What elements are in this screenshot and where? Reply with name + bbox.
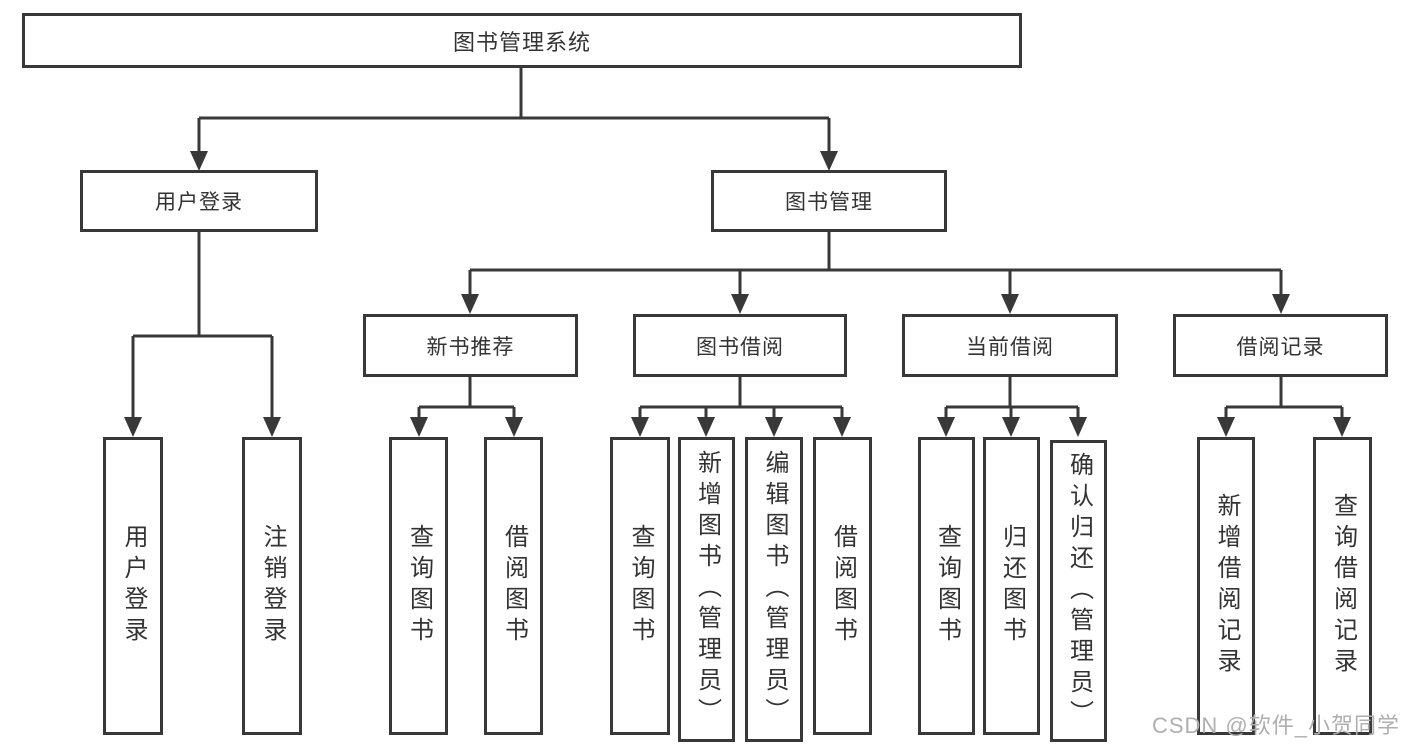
node-label: 查询借阅记录 xyxy=(1329,493,1357,679)
node-label: 图书借阅 xyxy=(696,335,784,359)
leaf-confirm-return-admin: 确认归还（管理员） xyxy=(1050,440,1107,742)
leaf-query-books-borrowing: 查询图书 xyxy=(610,437,670,735)
node-label: 归还图书 xyxy=(998,524,1026,648)
node-current-borrowing: 当前借阅 xyxy=(902,314,1118,377)
leaf-query-books-current: 查询图书 xyxy=(918,437,975,735)
node-label: 查询图书 xyxy=(405,524,433,648)
node-library-system: 图书管理系统 xyxy=(22,13,1022,68)
node-borrow-records: 借阅记录 xyxy=(1173,314,1388,377)
leaf-borrow-books-borrowing: 借阅图书 xyxy=(813,437,872,735)
node-label: 借阅图书 xyxy=(500,524,528,648)
node-label: 借阅记录 xyxy=(1236,335,1325,359)
node-label: 新增借阅记录 xyxy=(1213,493,1240,679)
leaf-edit-book-admin: 编辑图书（管理员） xyxy=(745,437,803,742)
node-label: 用户登录 xyxy=(120,524,147,648)
leaf-logout: 注销登录 xyxy=(242,437,302,735)
watermark: CSDN @软件_小贺同学 xyxy=(1151,713,1400,738)
node-label: 当前借阅 xyxy=(966,335,1054,359)
node-label: 注销登录 xyxy=(259,524,286,648)
node-new-book-recommend: 新书推荐 xyxy=(363,314,578,377)
node-label: 用户登录 xyxy=(155,191,243,214)
leaf-return-books: 归还图书 xyxy=(983,437,1040,735)
node-book-borrowing: 图书借阅 xyxy=(633,314,847,377)
leaf-user-login: 用户登录 xyxy=(103,437,163,735)
node-label: 查询图书 xyxy=(933,524,961,648)
leaf-query-borrow-record: 查询借阅记录 xyxy=(1313,437,1372,735)
leaf-borrow-books-recommend: 借阅图书 xyxy=(484,437,543,735)
node-label: 图书管理系统 xyxy=(452,29,591,55)
node-label: 查询图书 xyxy=(627,524,654,648)
arrowheads xyxy=(124,151,1351,437)
node-label: 新书推荐 xyxy=(426,335,515,359)
node-label: 新增图书（管理员） xyxy=(693,450,721,729)
node-label: 借阅图书 xyxy=(829,524,857,648)
node-book-management: 图书管理 xyxy=(711,170,947,232)
leaf-query-books-recommend: 查询图书 xyxy=(389,437,448,735)
leaf-add-book-admin: 新增图书（管理员） xyxy=(678,437,735,742)
node-label: 确认归还（管理员） xyxy=(1065,451,1093,731)
node-user-login: 用户登录 xyxy=(80,170,318,232)
node-label: 编辑图书（管理员） xyxy=(761,450,788,729)
leaf-add-borrow-record: 新增借阅记录 xyxy=(1197,437,1255,735)
node-label: 图书管理 xyxy=(785,191,873,214)
